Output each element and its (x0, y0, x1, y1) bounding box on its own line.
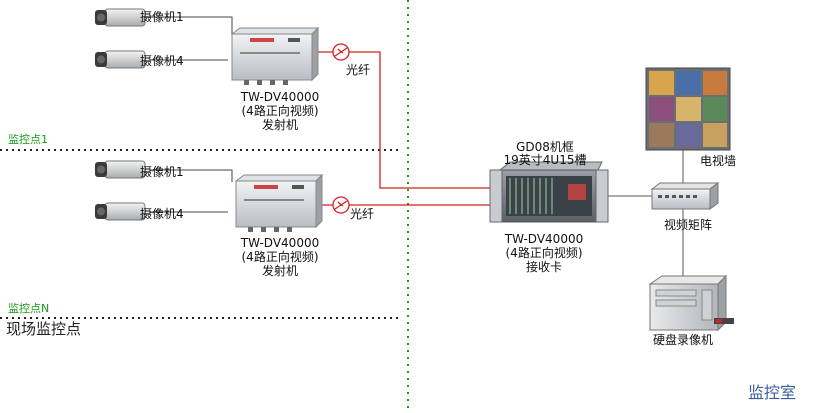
transmitter-icon (230, 26, 320, 85)
receiver-name: 接收卡 (525, 260, 562, 274)
siteN-fiber-label: 光纤 (350, 207, 375, 221)
siteN-camera1-label: 摄像机1 (140, 165, 184, 179)
receiver-model: TW-DV40000 (504, 232, 584, 246)
fiber-connector-icon (332, 43, 350, 61)
recorder-label: 硬盘录像机 (653, 333, 714, 347)
site1-transmitter-model: TW-DV40000 (240, 90, 320, 104)
fiber-connector-icon (332, 196, 350, 214)
siteN-label: 监控点N (8, 302, 50, 315)
site1-fiber-label: 光纤 (346, 63, 371, 77)
receiver-desc: (4路正向视频) (505, 246, 583, 260)
chassis-icon (489, 161, 609, 223)
dvr-icon (648, 274, 734, 332)
fiber-line-site1 (316, 51, 500, 189)
transmitter-icon (234, 173, 324, 232)
site1-label: 监控点1 (8, 133, 48, 146)
siteN-camera4-label: 摄像机4 (140, 207, 184, 221)
chassis-title: GD08机框 (516, 140, 574, 154)
tv-wall-label: 电视墙 (700, 154, 737, 168)
chassis-spec: 19英寸4U15槽 (503, 153, 587, 167)
site1-transmitter-name: 发射机 (261, 118, 298, 132)
matrix-label: 视频矩阵 (664, 218, 713, 232)
site1-camera4-label: 摄像机4 (140, 54, 184, 68)
tv-wall-icon (645, 67, 731, 151)
site1-transmitter-desc: (4路正向视频) (241, 104, 319, 118)
siteN-transmitter-model: TW-DV40000 (240, 236, 320, 250)
room-title: 监控室 (748, 383, 797, 402)
site1-camera1-label: 摄像机1 (140, 10, 184, 24)
camera-link (150, 16, 233, 34)
siteN-transmitter-name: 发射机 (261, 264, 298, 278)
camera-icon (95, 50, 146, 69)
camera-icon (95, 202, 146, 221)
camera-link (150, 169, 233, 182)
area-title: 现场监控点 (6, 320, 82, 338)
camera-icon (95, 160, 146, 179)
camera-icon (95, 8, 146, 27)
siteN-transmitter-desc: (4路正向视频) (241, 250, 319, 264)
video-matrix-icon (650, 182, 720, 210)
